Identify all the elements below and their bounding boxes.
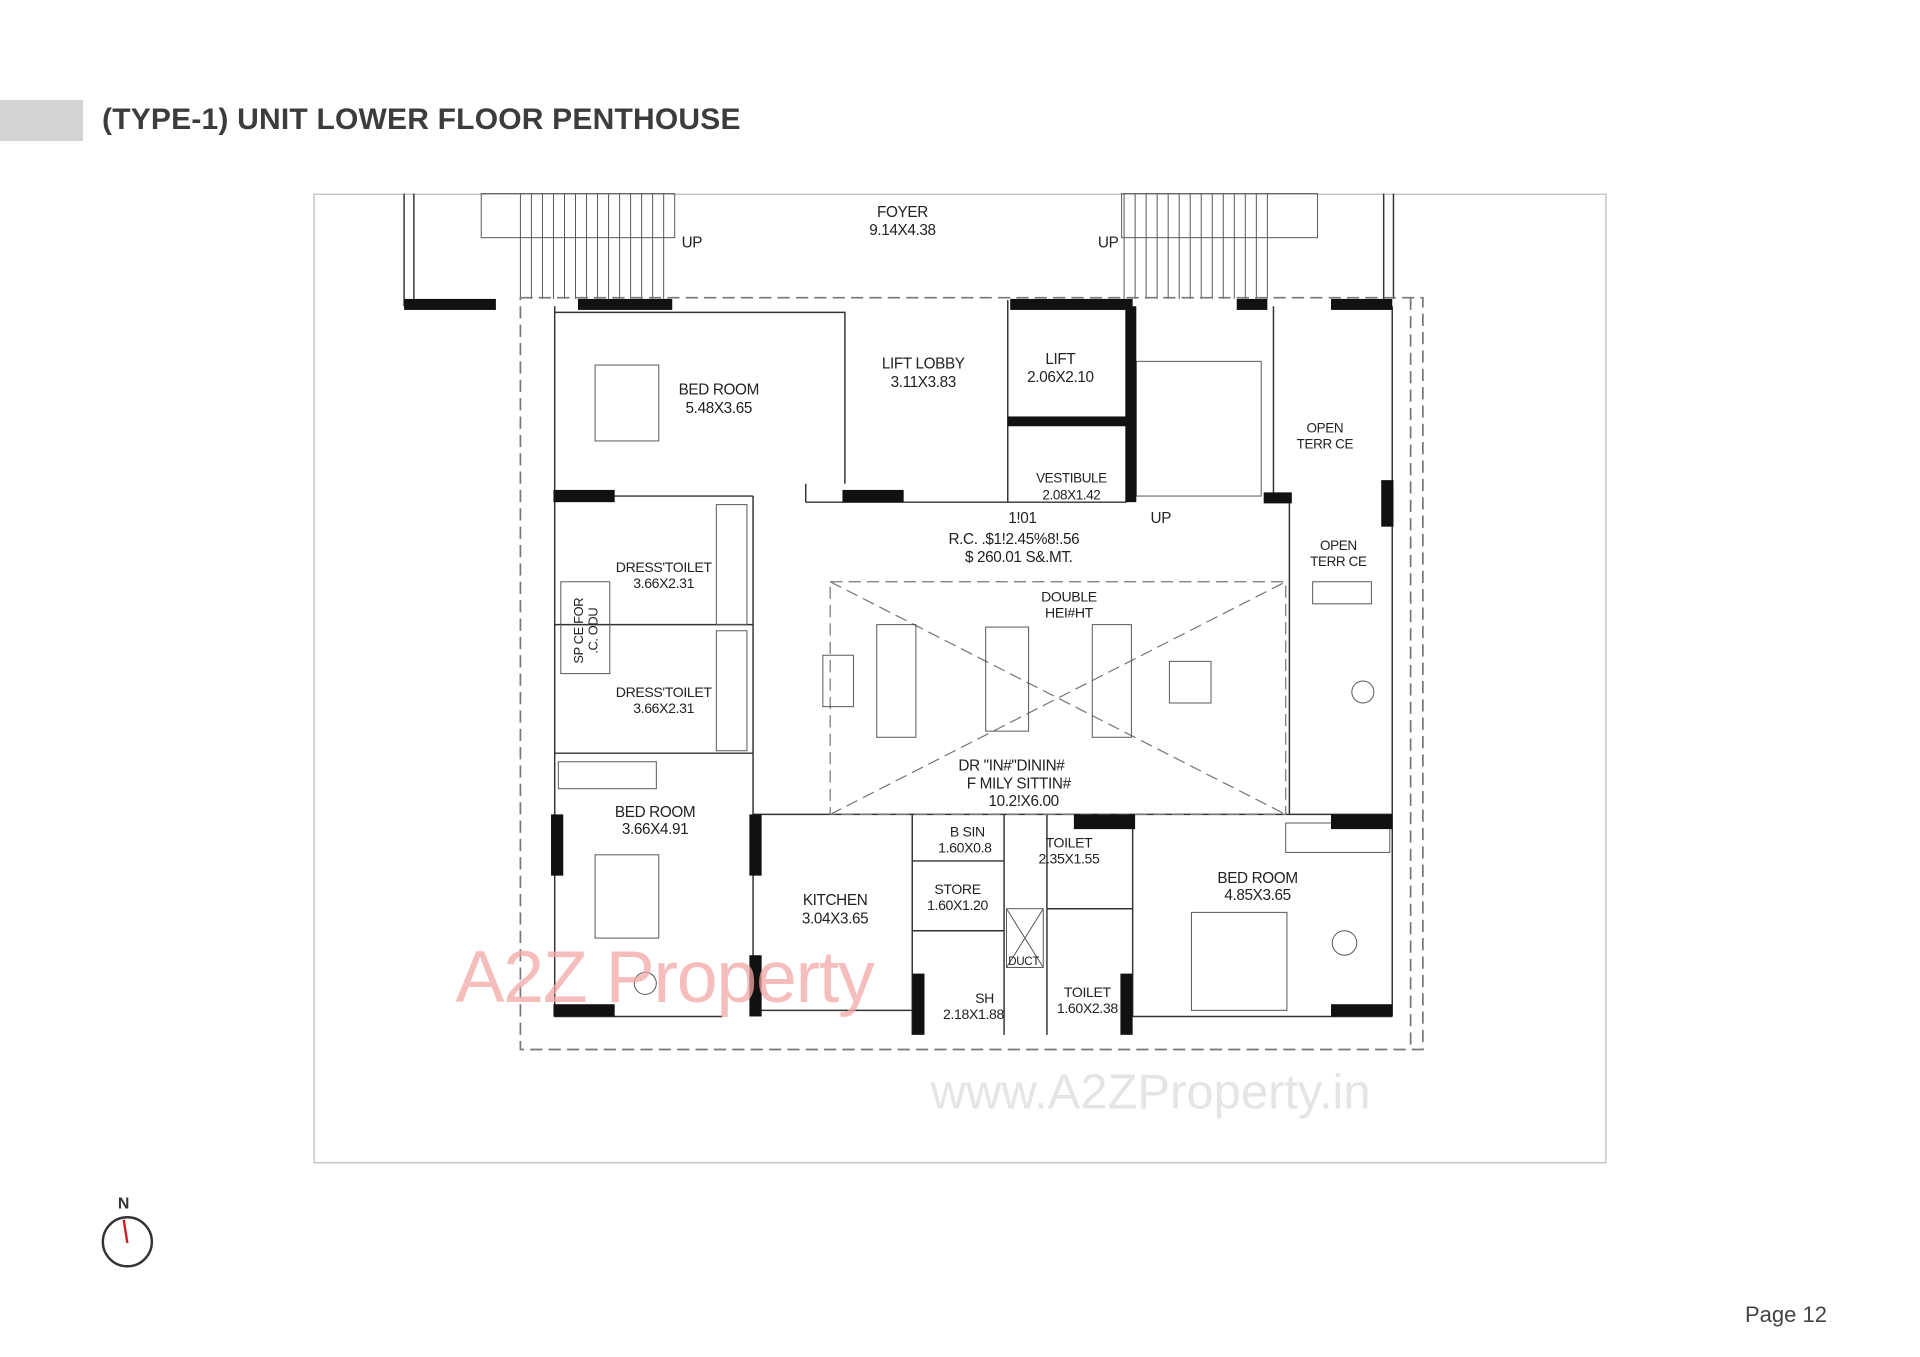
watermark-logo: A2Z Property — [456, 935, 876, 1018]
duct-label: DUCT — [1008, 955, 1039, 968]
title-accent-bar — [0, 100, 83, 141]
page-title: (TYPE-1) UNIT LOWER FLOOR PENTHOUSE — [102, 103, 741, 136]
toilet-size: 1.60X2.38 — [1057, 1000, 1118, 1016]
bedroom1-size: 5.48X3.65 — [686, 400, 752, 417]
lift-size: 2.06X2.10 — [1027, 369, 1093, 386]
odu-space-label: .C. ODU — [586, 608, 601, 654]
double-height-label: DOUBLE — [1041, 588, 1097, 604]
compass-north-label: N — [118, 1196, 130, 1213]
toilet-label: TOILET — [1064, 984, 1112, 1000]
dress-toilet-label: DRESS'TOILET — [616, 559, 713, 575]
store-label: STORE — [934, 881, 980, 897]
unit-boundary — [519, 296, 1424, 1051]
plan-frame — [313, 193, 1607, 1164]
stair-up-label: UP — [1151, 510, 1172, 527]
basin-size: 1.60X0.8 — [938, 839, 992, 855]
lift-label: LIFT — [1045, 351, 1075, 368]
lift-lobby-label: LIFT LOBBY — [882, 356, 965, 373]
toilet-size: 2.35X1.55 — [1039, 850, 1100, 866]
bedroom3-label: BED ROOM — [1217, 870, 1297, 887]
terrace-label: TERR CE — [1297, 436, 1354, 451]
bedroom2-label: BED ROOM — [615, 804, 695, 821]
structural-columns — [404, 298, 1394, 1035]
foyer-stairs — [403, 193, 1395, 307]
vestibule-label: VESTIBULE — [1036, 471, 1107, 486]
room-labels: FOYER 9.14X4.38 UP UP UP BED ROOM 5.48X3… — [571, 204, 1368, 1022]
living-label: DR "IN#"DININ# — [958, 757, 1065, 774]
odu-space-label: SP CE FOR — [571, 598, 586, 664]
unit-area: R.C. .$1!2.45%8!.56 — [948, 531, 1079, 548]
north-compass-icon: N — [101, 1196, 154, 1268]
wash-size: 2.18X1.88 — [943, 1006, 1004, 1022]
toilet-label: TOILET — [1046, 834, 1094, 850]
stair-up-label: UP — [682, 234, 703, 251]
bedroom3-size: 4.85X3.65 — [1224, 887, 1290, 904]
bedroom1-label: BED ROOM — [679, 381, 759, 398]
compass-needle — [122, 1219, 129, 1244]
terrace-label: TERR CE — [1310, 554, 1367, 569]
unit-number: 1!01 — [1008, 510, 1036, 527]
foyer-label: FOYER — [877, 204, 928, 221]
wash-label: SH — [975, 990, 994, 1006]
bedroom2-size: 3.66X4.91 — [622, 821, 688, 838]
vestibule-size: 2.08X1.42 — [1042, 488, 1100, 503]
unit-area-sqm: $ 260.01 S&.MT. — [965, 549, 1073, 566]
page-number: Page 12 — [1745, 1302, 1827, 1327]
terrace-label: OPEN — [1320, 538, 1357, 553]
lift-lobby-size: 3.11X3.83 — [891, 374, 956, 391]
watermark-url: www.A2ZProperty.in — [930, 1065, 1371, 1119]
foyer-size: 9.14X4.38 — [869, 222, 935, 239]
terrace-label: OPEN — [1307, 420, 1344, 435]
stair-up-label: UP — [1098, 234, 1119, 251]
double-height-label: HEI#HT — [1045, 604, 1094, 620]
dress-toilet-label: DRESS'TOILET — [616, 684, 713, 700]
dress-toilet-size: 3.66X2.31 — [633, 575, 694, 591]
dress-toilet-size: 3.66X2.31 — [633, 700, 694, 716]
basin-label: B SIN — [950, 823, 985, 839]
kitchen-label: KITCHEN — [803, 892, 868, 909]
store-size: 1.60X1.20 — [927, 897, 988, 913]
walls — [553, 300, 1393, 1035]
living-label: F MILY SITTIN# — [967, 776, 1072, 793]
kitchen-size: 3.04X3.65 — [802, 910, 868, 927]
living-size: 10.2!X6.00 — [989, 793, 1059, 810]
